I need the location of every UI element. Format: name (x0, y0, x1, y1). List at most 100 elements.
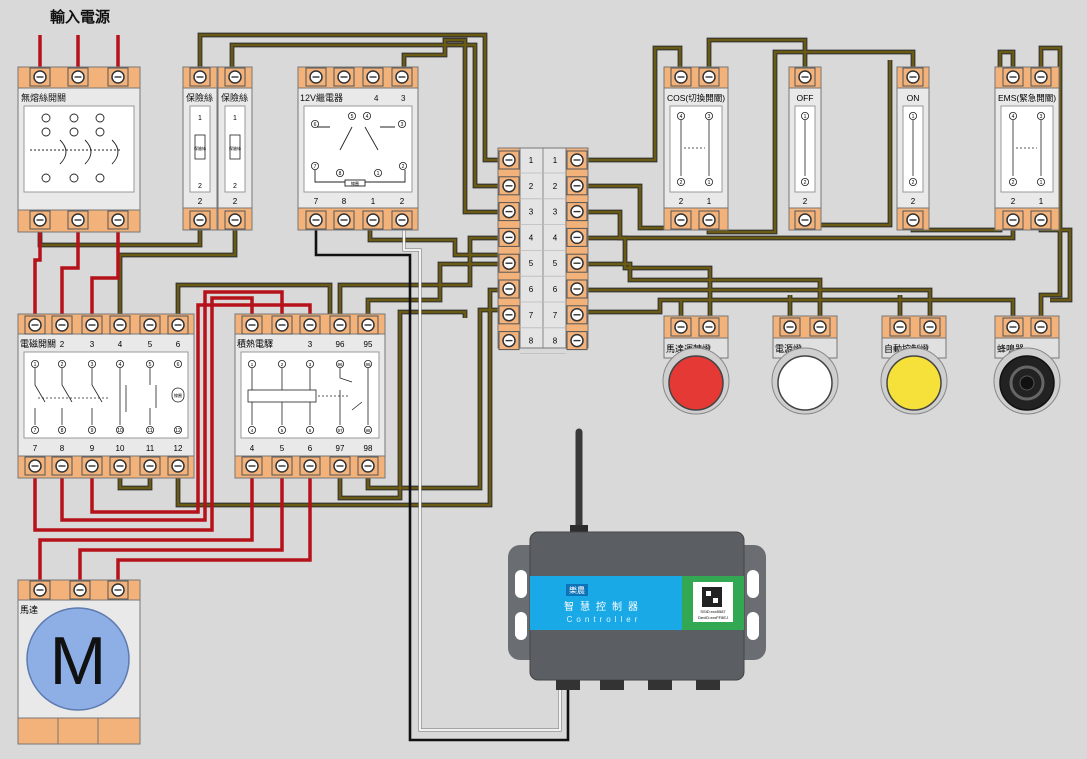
qr-line-1: SSID:xxx5587 (700, 609, 726, 614)
terminal-row-label-right: 2 (553, 182, 558, 191)
terminal-row-label-left: 2 (529, 182, 534, 191)
switch-on-pin-2: 2 (912, 180, 915, 186)
switch-off-pin-2: 2 (804, 180, 807, 186)
relay-pin-1: 1 (377, 171, 380, 177)
lamp-auto-light (886, 355, 942, 411)
terminal-row-label-right: 4 (553, 233, 558, 242)
thermal-pin-bottom: 4 (251, 428, 254, 433)
relay-top-4: 4 (374, 94, 379, 103)
thermal-pin-top: 96 (337, 362, 343, 367)
contactor-bottom-9: 9 (90, 444, 95, 453)
contactor-pin-top: 4 (119, 362, 122, 368)
contactor-pin-top: 5 (149, 362, 152, 368)
switch-on-label: ON (907, 93, 920, 103)
contactor-bottom-12: 12 (174, 444, 183, 453)
motor: 馬達 M (17, 579, 141, 745)
terminal-row-label-right: 1 (553, 156, 558, 165)
fuse-right-bottom-num: 2 (233, 197, 238, 206)
relay-bottom-2: 2 (400, 197, 405, 206)
switch-off: OFF 1 2 2 (788, 66, 822, 231)
terminal-row-label-left: 4 (529, 233, 534, 242)
fuse-right-top-num: 1 (233, 115, 237, 122)
fuse-right-inner: 保險絲 (229, 145, 241, 151)
motor-symbol: M (50, 623, 107, 699)
lamp-power-light (777, 355, 833, 411)
relay-pin-7: 7 (314, 164, 317, 170)
switch-cos-pin-4: 4 (680, 114, 683, 120)
thermal-label: 積熱電驛 (237, 338, 273, 349)
contactor-bottom-8: 8 (60, 444, 65, 453)
fuse-left: 保險絲 1 保險絲 2 2 (182, 66, 218, 231)
contactor-pin-bottom: 7 (34, 428, 37, 434)
lamp-power: 電源燈 (771, 315, 839, 415)
smart-controller: SSID:xxx5587 DevID:xxxFF8EJ 樂農 智慧控制器 Con… (508, 428, 766, 690)
switch-cos: COS(切換開關) 4 3 2 1 2 1 (663, 66, 729, 231)
thermal-pin-bottom: 97 (337, 428, 343, 433)
contactor-top-4: 4 (118, 340, 123, 349)
fuse-right-label: 保險絲 (221, 92, 248, 103)
buzzer-label: 蜂鳴器 (997, 343, 1024, 354)
relay-coil: 線圈 (351, 180, 359, 186)
qr-line-2: DevID:xxxFF8EJ (698, 615, 728, 620)
contactor-pin-bottom: 9 (91, 428, 94, 434)
terminal-row-label-right: 3 (553, 208, 558, 217)
relay-pin-3: 3 (401, 122, 404, 128)
breaker: 無熔絲開關 (17, 66, 141, 233)
switch-cos-pin-3: 3 (708, 114, 711, 120)
thermal-bottom-4: 4 (250, 444, 255, 453)
switch-ems-pin-2: 2 (1012, 180, 1015, 186)
relay-pin-5: 5 (351, 114, 354, 120)
controller-subtitle: Controller (567, 615, 642, 624)
switch-cos-bottom-2: 2 (679, 197, 684, 206)
switch-ems-bottom-1: 1 (1039, 197, 1044, 206)
switch-on: ON 1 2 2 (896, 66, 930, 231)
contactor-top-2: 2 (60, 340, 65, 349)
relay-pin-8: 8 (339, 171, 342, 177)
terminal-row-label-right: 7 (553, 311, 558, 320)
thermal-pin-bottom: 6 (309, 428, 312, 433)
contactor-bottom-11: 11 (146, 444, 155, 453)
fuse-left-top-num: 1 (198, 115, 202, 122)
fuse-left-label: 保險絲 (186, 92, 213, 103)
thermal-top-95: 95 (364, 340, 373, 349)
contactor-pin-top: 1 (34, 362, 37, 368)
contactor-pin-bottom: 12 (175, 428, 181, 434)
switch-ems-pin-4: 4 (1012, 114, 1015, 120)
relay-label: 12V繼電器 (300, 92, 343, 103)
thermal-pin-top: 1 (251, 362, 254, 367)
switch-off-label: OFF (797, 93, 814, 103)
terminal-row-label-left: 8 (529, 337, 534, 346)
switch-ems: EMS(緊急開關) 4 3 2 1 2 1 (994, 66, 1060, 231)
terminal-row-label-right: 6 (553, 285, 558, 294)
lamp-power-label: 電源燈 (775, 343, 802, 354)
thermal-pin-top: 2 (281, 362, 284, 367)
switch-off-bottom: 2 (803, 197, 808, 206)
contactor-pin-top: 3 (91, 362, 94, 368)
fuse-right: 保險絲 1 保險絲 2 2 (217, 66, 253, 231)
relay-pin-6: 6 (314, 122, 317, 128)
thermal-pin-top: 95 (365, 362, 371, 367)
contactor-top-3: 3 (90, 340, 95, 349)
switch-ems-pin-3: 3 (1040, 114, 1043, 120)
switch-ems-bottom-2: 2 (1011, 197, 1016, 206)
terminal-row-label-right: 8 (553, 337, 558, 346)
terminal-row-label-left: 1 (529, 156, 534, 165)
contactor-pin-top: 6 (177, 362, 180, 368)
controller-brand: 樂農 (569, 585, 585, 595)
fuse-right-bottom-pin: 2 (233, 183, 237, 190)
terminal-row-label-left: 3 (529, 208, 534, 217)
motor-circle (26, 607, 130, 711)
terminal-row-label-left: 6 (529, 285, 534, 294)
switch-on-pin-1: 1 (912, 114, 915, 120)
contactor-top-5: 5 (148, 340, 153, 349)
thermal-pin-bottom: 5 (281, 428, 284, 433)
